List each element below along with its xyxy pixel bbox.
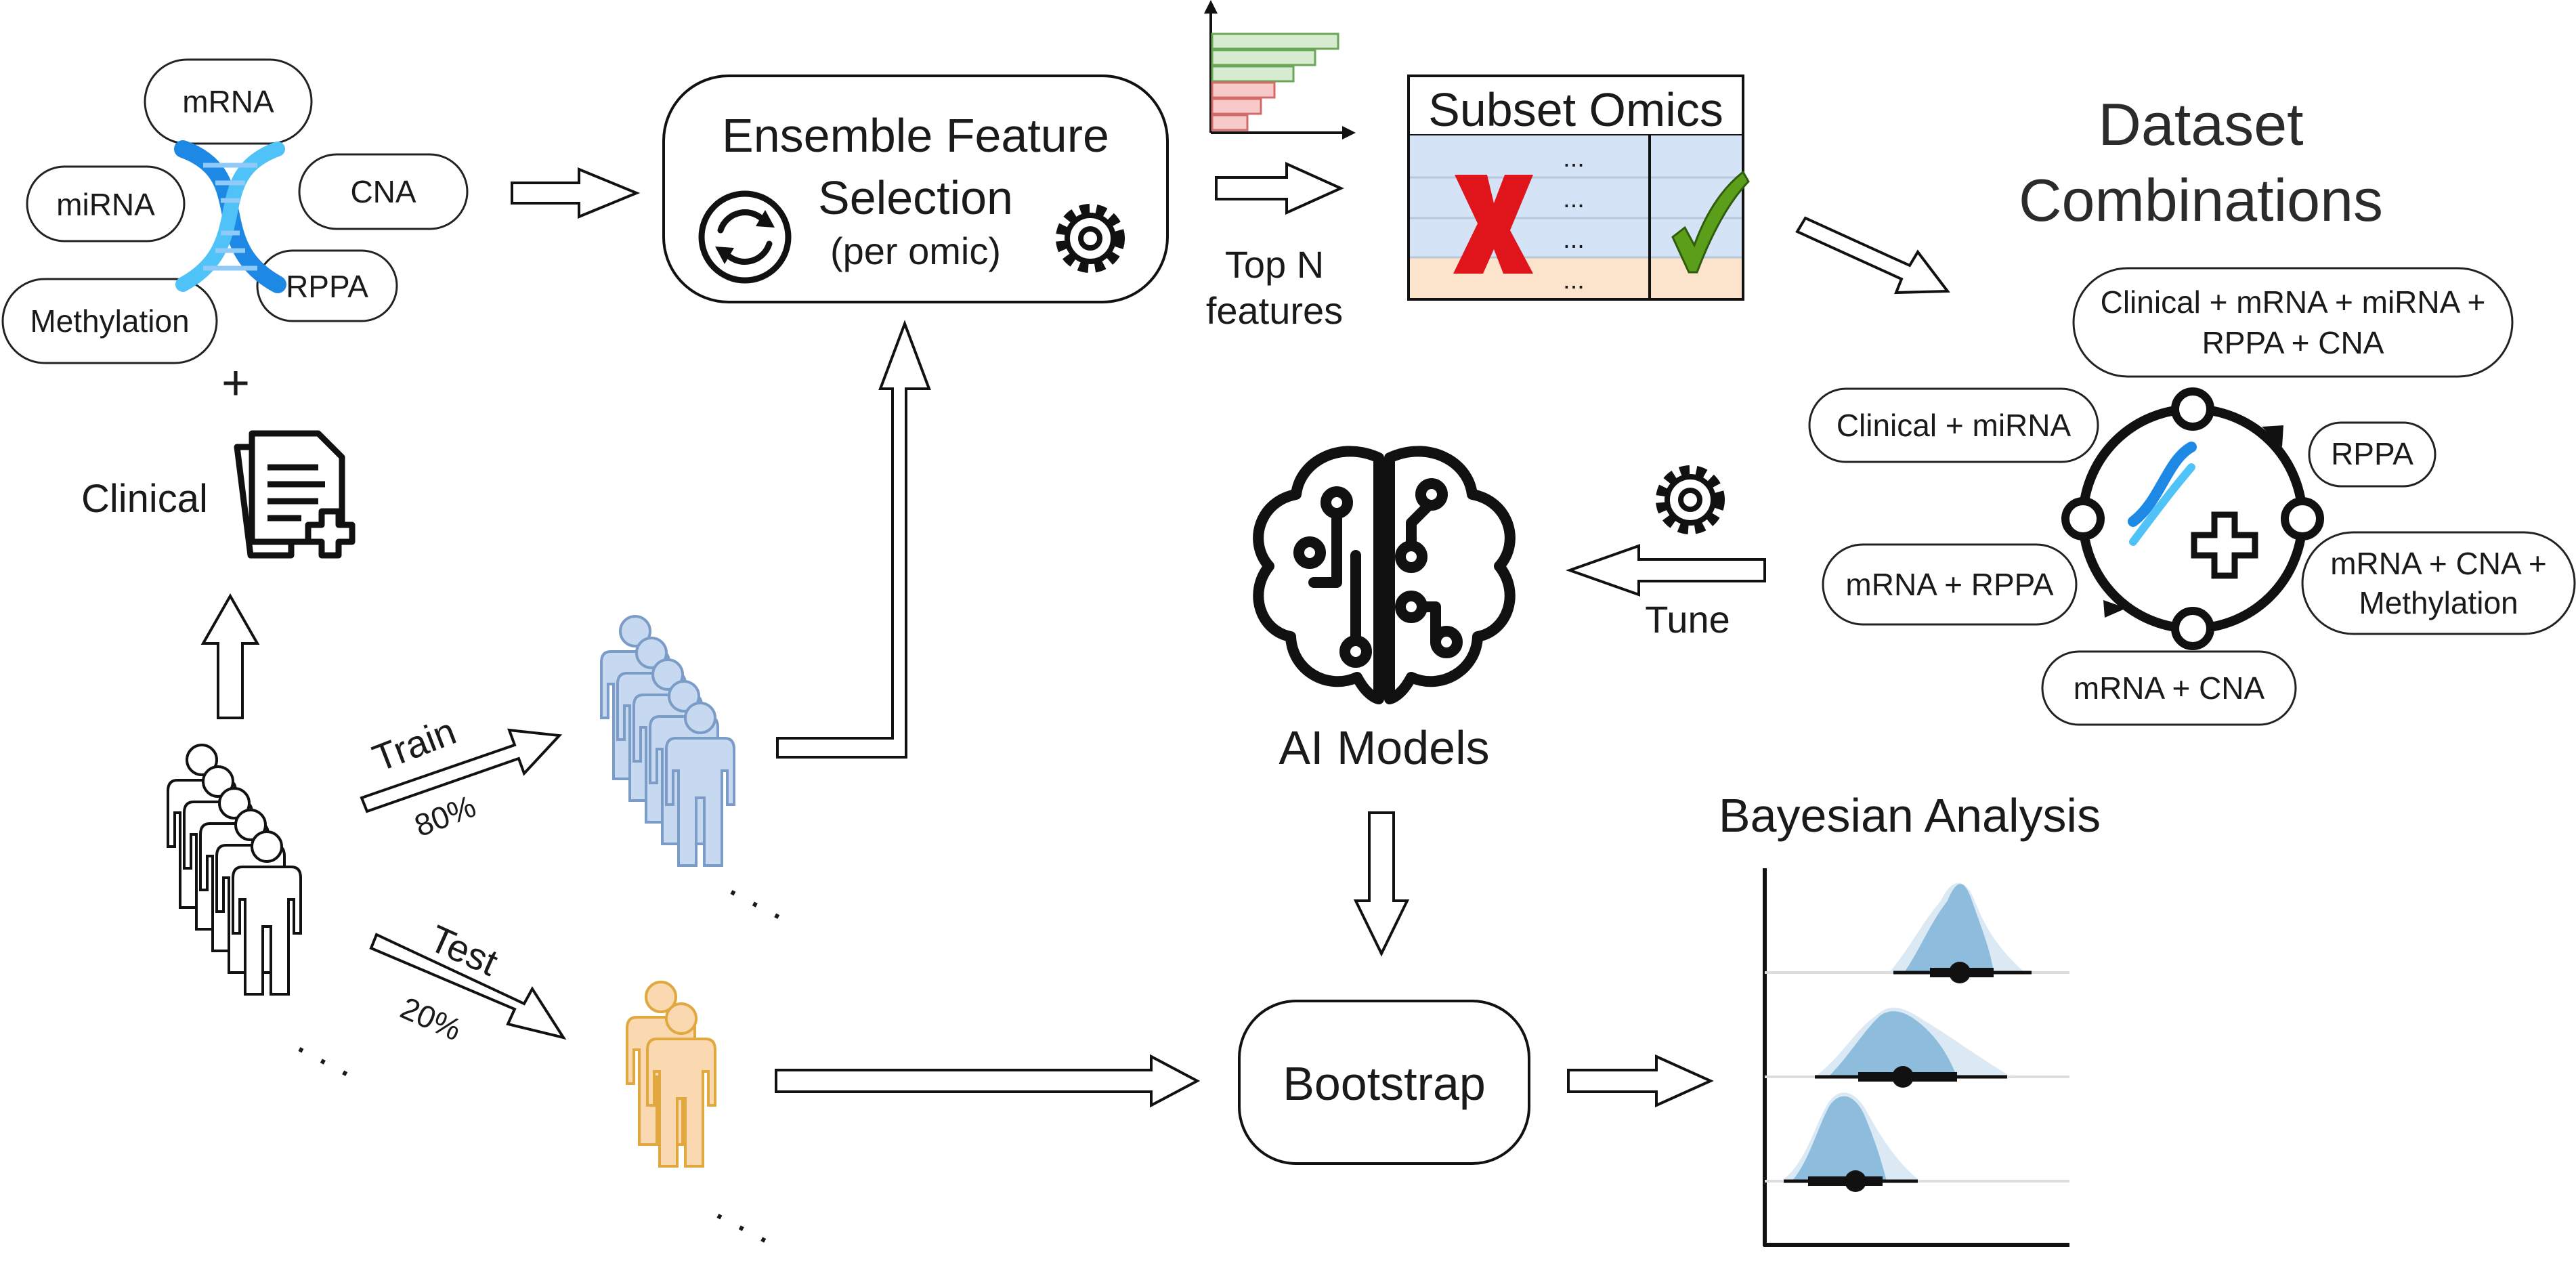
brain-circuit-icon (1253, 446, 1516, 704)
subset-omics-title: Subset Omics (1428, 83, 1723, 136)
svg-text:miRNA: miRNA (56, 187, 155, 222)
svg-text:mRNA: mRNA (182, 84, 274, 119)
test-patients-icon (626, 981, 716, 1168)
omic-mrna: mRNA (144, 58, 313, 145)
tune-gear-icon (1660, 470, 1720, 530)
svg-text:...: ... (1563, 144, 1585, 173)
combination-cycle-icon (2061, 387, 2324, 650)
feature-selection-box: Ensemble Feature Selection (per omic) (662, 74, 1169, 303)
train-patients-ellipsis: · · · (718, 867, 795, 937)
feature-selection-line3: (per omic) (830, 230, 1001, 272)
combination-pill-3: RPPA (2308, 421, 2437, 488)
svg-text:Bootstrap: Bootstrap (1283, 1057, 1486, 1110)
arrow-subset-to-combinations (1795, 216, 1950, 295)
arrow-omics-to-selection (511, 167, 641, 219)
svg-text:...: ... (1563, 226, 1585, 254)
refresh-icon (698, 190, 792, 284)
arrow-models-to-bootstrap (1353, 811, 1410, 957)
all-patients-icon (167, 744, 302, 996)
clinical-label: Clinical (81, 477, 208, 521)
top-n-line1: Top N (1225, 243, 1324, 286)
omic-methylation: Methylation (1, 278, 218, 364)
arrow-train (360, 728, 563, 813)
check-icon (1671, 170, 1750, 274)
bootstrap-box: Bootstrap (1238, 1000, 1530, 1165)
dataset-combinations-title-line2: Combinations (2019, 167, 2383, 234)
subset-omics-table: Subset Omics ... ... ... ... (1407, 74, 1744, 301)
arrow-selection-to-topn (1215, 161, 1344, 215)
tune-label: Tune (1645, 598, 1730, 641)
cross-icon (1453, 175, 1533, 274)
combination-pill-1: Clinical + mRNA + miRNA + RPPA + CNA (2072, 267, 2514, 378)
svg-text:...: ... (1563, 185, 1585, 213)
arrow-tune (1565, 544, 1766, 597)
dna-icon (174, 140, 286, 293)
test-percent: 20% (395, 990, 467, 1048)
svg-text:Methylation: Methylation (2359, 585, 2518, 620)
settings-gear-icon (1060, 209, 1120, 268)
ai-models-label: AI Models (1279, 721, 1489, 774)
svg-text:RPPA: RPPA (2331, 436, 2413, 471)
svg-text:Methylation: Methylation (30, 303, 189, 339)
top-n-line2: features (1206, 289, 1343, 332)
arrow-patients-up (200, 593, 260, 719)
arrow-test-to-bootstrap (775, 1054, 1201, 1108)
bayesian-analysis-title: Bayesian Analysis (1719, 789, 2101, 842)
combination-pill-6: mRNA + CNA (2041, 650, 2297, 726)
omic-rppa: RPPA (256, 249, 398, 322)
combination-pill-2: Clinical + miRNA (1808, 387, 2099, 463)
bayesian-posterior-plot (1763, 868, 2069, 1247)
svg-text:mRNA + CNA +: mRNA + CNA + (2330, 546, 2547, 581)
svg-text:mRNA + CNA: mRNA + CNA (2074, 670, 2265, 706)
test-patients-ellipsis: · · · (704, 1191, 781, 1260)
plus-sign: + (221, 356, 250, 410)
combination-pill-5: mRNA + CNA + Methylation (2301, 531, 2576, 635)
svg-text:Clinical + miRNA: Clinical + miRNA (1837, 408, 2071, 443)
svg-text:RPPA: RPPA (286, 269, 368, 304)
train-patients-icon (600, 615, 735, 867)
omic-mirna: miRNA (26, 165, 186, 242)
train-percent: 80% (410, 788, 481, 844)
svg-text:Clinical + mRNA + miRNA +: Clinical + mRNA + miRNA + (2101, 284, 2486, 320)
feature-selection-line1: Ensemble Feature (722, 109, 1109, 162)
feature-selection-line2: Selection (818, 171, 1013, 224)
svg-text:RPPA + CNA: RPPA + CNA (2202, 325, 2384, 360)
omic-cna: CNA (298, 153, 469, 230)
arrow-train-to-selection (776, 320, 931, 759)
arrow-bootstrap-to-bayesian (1567, 1054, 1714, 1108)
svg-text:mRNA + RPPA: mRNA + RPPA (1845, 567, 2053, 602)
dataset-combinations-title-line1: Dataset (2098, 91, 2303, 158)
arrow-test (369, 933, 567, 1040)
feature-importance-chart-icon (1204, 0, 1356, 140)
svg-text:...: ... (1563, 266, 1585, 295)
all-patients-ellipsis: · · · (286, 1024, 363, 1094)
combination-pill-4: mRNA + RPPA (1822, 543, 2078, 626)
clinical-document-icon (234, 430, 356, 559)
svg-text:CNA: CNA (350, 174, 416, 209)
